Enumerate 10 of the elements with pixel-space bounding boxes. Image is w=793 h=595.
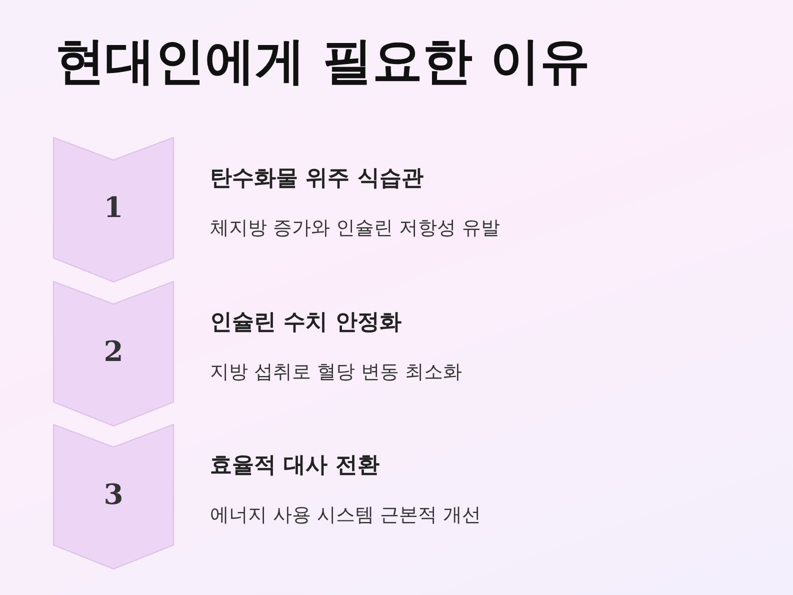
step-description: 에너지 사용 시스템 근본적 개선 [210, 503, 482, 528]
step-heading: 인슐린 수치 안정화 [210, 309, 402, 337]
slide-title: 현대인에게 필요한 이유 [55, 31, 590, 92]
step-heading: 탄수화물 위주 식습관 [210, 165, 424, 193]
step-heading: 효율적 대사 전환 [210, 452, 380, 480]
step-description: 지방 섭취로 혈당 변동 최소화 [210, 360, 462, 385]
step-number: 2 [102, 335, 124, 368]
step-number: 1 [102, 191, 124, 224]
step-number: 3 [102, 478, 124, 511]
step-description: 체지방 증가와 인슐린 저항성 유발 [210, 216, 500, 241]
